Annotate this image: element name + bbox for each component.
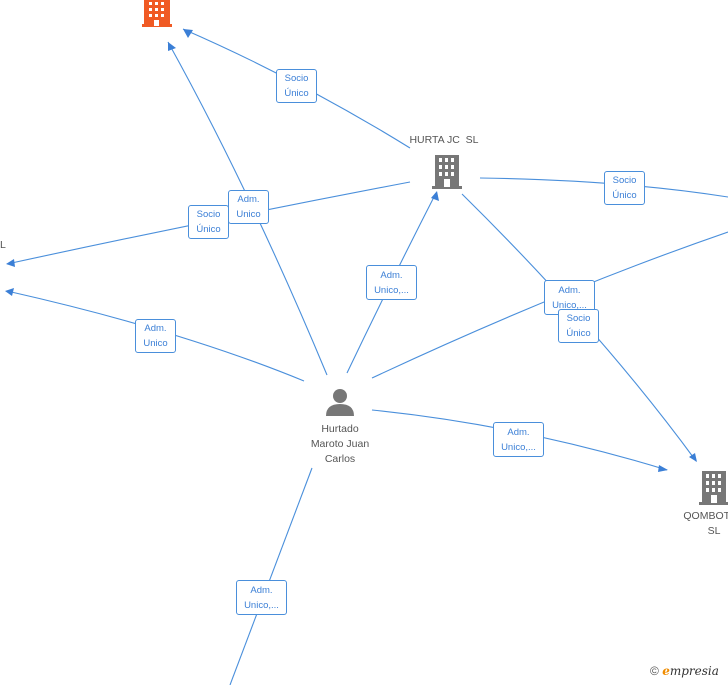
edge-label[interactable]: Adm. Unico,... [366, 265, 417, 300]
edge-label[interactable]: Adm. Unico [135, 319, 176, 353]
top-company-building-icon[interactable] [141, 0, 173, 27]
edge-label[interactable]: Adm. Unico,... [493, 422, 544, 457]
person-node-label[interactable]: Hurtado Maroto Juan Carlos [310, 423, 370, 465]
footer-credit: © empresia [650, 664, 719, 678]
qombotra-node-label[interactable]: QOMBOTRA SL [683, 510, 728, 537]
arrowhead-left-company-2 [5, 288, 14, 296]
person-icon[interactable] [325, 388, 355, 416]
hurta-building-icon[interactable] [431, 155, 463, 189]
left-company-node-label[interactable]: L [0, 239, 6, 251]
edge-label[interactable]: Adm. Unico,... [236, 580, 287, 615]
arrowhead-top-company-1 [183, 29, 193, 38]
edge-person-to-bottom-company [229, 467, 313, 685]
edge-label[interactable]: Socio Único [276, 69, 317, 103]
empresia-logo[interactable]: empresia [662, 664, 719, 678]
qombotra-building-icon[interactable] [698, 471, 728, 505]
arrowhead-top-company-2 [168, 42, 176, 51]
copyright-symbol: © [650, 664, 659, 678]
hurta-node-label[interactable]: HURTA JC SL [409, 134, 479, 146]
edge-label[interactable]: Socio Único [604, 171, 645, 205]
edge-label[interactable]: Adm. Unico [228, 190, 269, 224]
arrowhead-qombotra-2 [658, 465, 668, 472]
arrowhead-left-company-1 [6, 259, 15, 267]
arrowhead-hurta [431, 191, 439, 201]
edge-label[interactable]: Socio Único [188, 205, 229, 239]
edge-label[interactable]: Socio Único [558, 309, 599, 343]
arrowhead-qombotra-1 [689, 453, 697, 462]
